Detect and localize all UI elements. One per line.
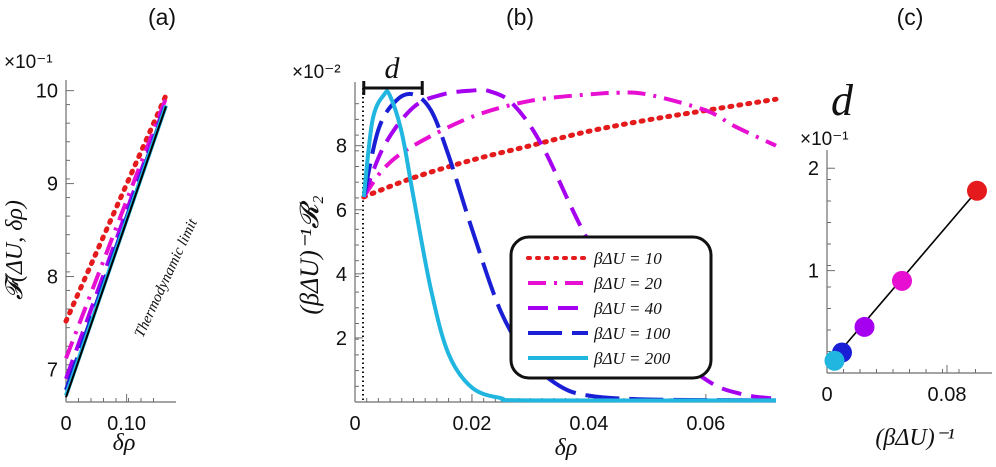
panel-a-plot: 0 0.10 7 8 9 10 ×10⁻¹ δρ 𝓕(ΔU, δρ) Thermodyna… bbox=[2, 52, 201, 456]
panel-b-y-tick-label-0: 2 bbox=[336, 328, 347, 350]
panel-a-series bbox=[63, 92, 169, 398]
legend-label-u-20: βΔU = 20 bbox=[593, 274, 662, 293]
panel-a-y-tick-label-3: 10 bbox=[36, 81, 58, 103]
panel-a-y-label: 𝓕(ΔU, δρ) bbox=[2, 200, 28, 300]
panel-a-exponent: ×10⁻¹ bbox=[4, 52, 53, 73]
panel-b-y-label: (βΔU)⁻¹𝓡₂ bbox=[295, 195, 324, 314]
panel-b-y-tick-label-2: 6 bbox=[336, 200, 347, 222]
panel-a-y-tick-label-0: 7 bbox=[47, 359, 58, 381]
legend-label-u-100: βΔU = 100 bbox=[593, 324, 671, 343]
panel-b-ticks: 0 0.02 0.04 0.06 2 4 6 8 bbox=[336, 103, 765, 435]
panel-b-series-u-200 bbox=[361, 89, 777, 403]
panel-c-point-u-40 bbox=[854, 316, 875, 337]
panel-c-x-tick-label-0: 0 bbox=[821, 384, 832, 406]
panel-b-y-tick-label-3: 8 bbox=[336, 136, 347, 158]
panel-b-y-tick-label-1: 4 bbox=[336, 264, 347, 286]
panel-a-x-tick-label-0: 0 bbox=[60, 413, 71, 435]
panel-c-point-u-10 bbox=[967, 180, 987, 201]
legend: βΔU = 10 βΔU = 20 βΔU = 40 βΔU = 100 βΔU = 2… bbox=[526, 249, 671, 368]
panel-a-title: (a) bbox=[148, 4, 176, 30]
panel-a-y-tick-label-1: 8 bbox=[47, 267, 58, 289]
panel-b-x-tick-label-1: 0.02 bbox=[452, 413, 491, 435]
legend-label-u-200: βΔU = 200 bbox=[593, 349, 671, 368]
panel-a-x-tick-label-1: 0.10 bbox=[107, 413, 146, 435]
panel-b-series bbox=[361, 87, 779, 403]
panel-b-title: (b) bbox=[506, 4, 534, 30]
panel-a-series-u-20 bbox=[64, 97, 168, 360]
panel-c-point-u-200 bbox=[824, 350, 845, 371]
panel-c-ticks: 0 0.08 1 2 bbox=[808, 158, 976, 406]
panel-c-points bbox=[824, 180, 987, 371]
panel-a-y-tick-label-2: 9 bbox=[47, 174, 58, 196]
panel-a-series-u-10 bbox=[63, 92, 169, 324]
panel-c-y-tick-label-0: 1 bbox=[808, 261, 819, 283]
panel-c-y-tick-label-1: 2 bbox=[808, 158, 819, 180]
panel-b-x-tick-label-3: 0.06 bbox=[686, 413, 725, 435]
panel-a-series-thermodynamic-limit bbox=[65, 106, 167, 398]
panel-b-x-tick-label-0: 0 bbox=[349, 413, 360, 435]
panel-c-x-tick-label-1: 0.08 bbox=[928, 384, 967, 406]
d-label: d bbox=[385, 52, 401, 85]
panel-c-exponent: ×10⁻¹ bbox=[800, 129, 849, 150]
panel-c-x-label: (βΔU)⁻¹ bbox=[875, 425, 954, 451]
panel-c-plot: 0 0.08 1 2 d ×10⁻¹ (βΔU)⁻¹ bbox=[800, 76, 992, 451]
panel-b-series-u-20 bbox=[362, 90, 777, 199]
legend-label-u-40: βΔU = 40 bbox=[593, 299, 662, 318]
panel-b-x-tick-label-2: 0.04 bbox=[569, 413, 608, 435]
panel-b-exponent: ×10⁻² bbox=[292, 62, 341, 83]
panel-c-title: (c) bbox=[897, 4, 924, 30]
panel-a-ticks: 0 0.10 7 8 9 10 bbox=[36, 81, 154, 435]
legend-box bbox=[509, 235, 713, 380]
legend-label-u-10: βΔU = 10 bbox=[593, 249, 662, 268]
panel-a-x-label: δρ bbox=[113, 430, 136, 456]
d-bracket bbox=[362, 81, 424, 95]
panel-b-series-u-100 bbox=[361, 91, 777, 403]
panel-b-series-u-40 bbox=[361, 87, 777, 401]
panel-b-x-label: δρ bbox=[555, 435, 578, 461]
panel-c-point-u-20 bbox=[892, 270, 912, 291]
panel-c-title-d: d bbox=[831, 76, 854, 125]
thermodynamic-limit-label: Thermodynamic limit bbox=[132, 216, 201, 340]
panel-b-plot: 0 0.02 0.04 0.06 2 4 6 8 ×10⁻² δρ (βΔU)⁻¹𝓡₂ d β… bbox=[292, 52, 779, 461]
